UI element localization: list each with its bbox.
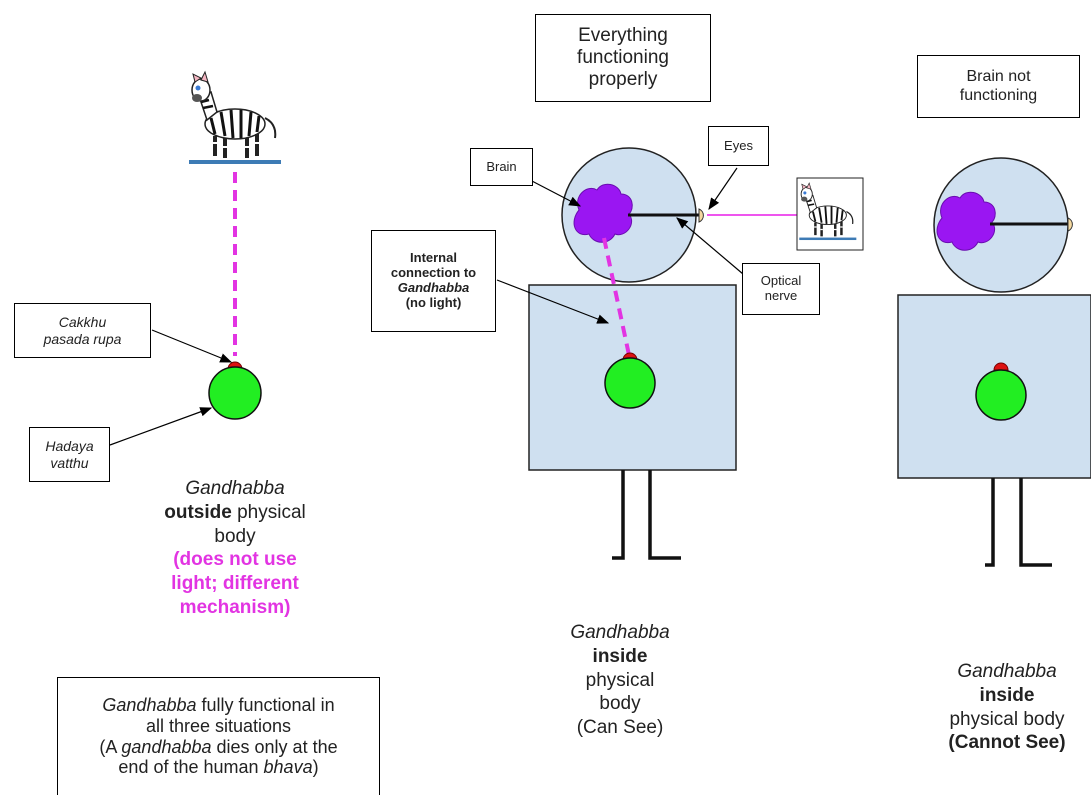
center-eye-shape bbox=[698, 208, 704, 223]
center-dashed-connection bbox=[602, 237, 631, 356]
arrow-eyes bbox=[708, 167, 738, 210]
right-caption: Gandhabba inside physical body (Cannot S… bbox=[948, 661, 1066, 754]
right-heart-circle bbox=[975, 369, 1027, 421]
eyes-label-box: Eyes bbox=[708, 126, 769, 166]
right-cakkhu-dot bbox=[993, 362, 1009, 371]
arrow-hadaya bbox=[109, 407, 213, 446]
brain-label-box: Brain bbox=[470, 148, 533, 186]
arrow-internal bbox=[496, 279, 610, 324]
right-legs bbox=[985, 478, 1052, 567]
gandhabba-functional-box: Gandhabba fully functional in all three … bbox=[57, 677, 380, 795]
right-eye-shape bbox=[1067, 217, 1073, 232]
arrow-optical bbox=[676, 217, 744, 275]
left-zebra-image bbox=[187, 70, 283, 166]
center-legs bbox=[612, 470, 681, 560]
center-caption: Gandhabba inside physical body (Can See) bbox=[570, 622, 670, 738]
left-heart-circle bbox=[208, 366, 262, 420]
left-caption: Gandhabba outside physical body (does no… bbox=[164, 478, 306, 618]
center-heart-circle bbox=[604, 357, 656, 409]
arrow-brain bbox=[529, 179, 582, 207]
arrow-cakkhu bbox=[151, 329, 233, 363]
